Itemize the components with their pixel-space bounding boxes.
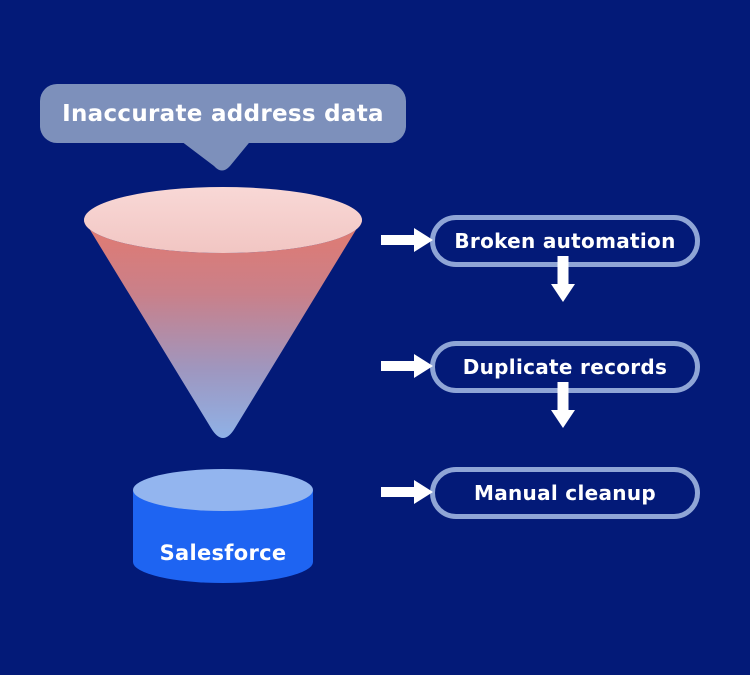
pill-broken-automation: Broken automation (430, 215, 700, 267)
arrow-right-icon (381, 480, 433, 504)
pill-label: Manual cleanup (474, 481, 656, 505)
arrow-right-icon (381, 354, 433, 378)
database-cylinder-top (133, 469, 313, 511)
database-label: Salesforce (159, 541, 287, 565)
speech-bubble: Inaccurate address data (40, 84, 406, 143)
funnel-rim (84, 187, 362, 253)
arrow-right-icon (381, 228, 433, 252)
pill-label: Duplicate records (462, 355, 668, 379)
pill-label: Broken automation (454, 229, 676, 253)
pill-duplicate-records: Duplicate records (430, 341, 700, 393)
pill-manual-cleanup: Manual cleanup (430, 467, 700, 519)
speech-bubble-label: Inaccurate address data (62, 100, 384, 127)
funnel-cone (84, 220, 362, 438)
